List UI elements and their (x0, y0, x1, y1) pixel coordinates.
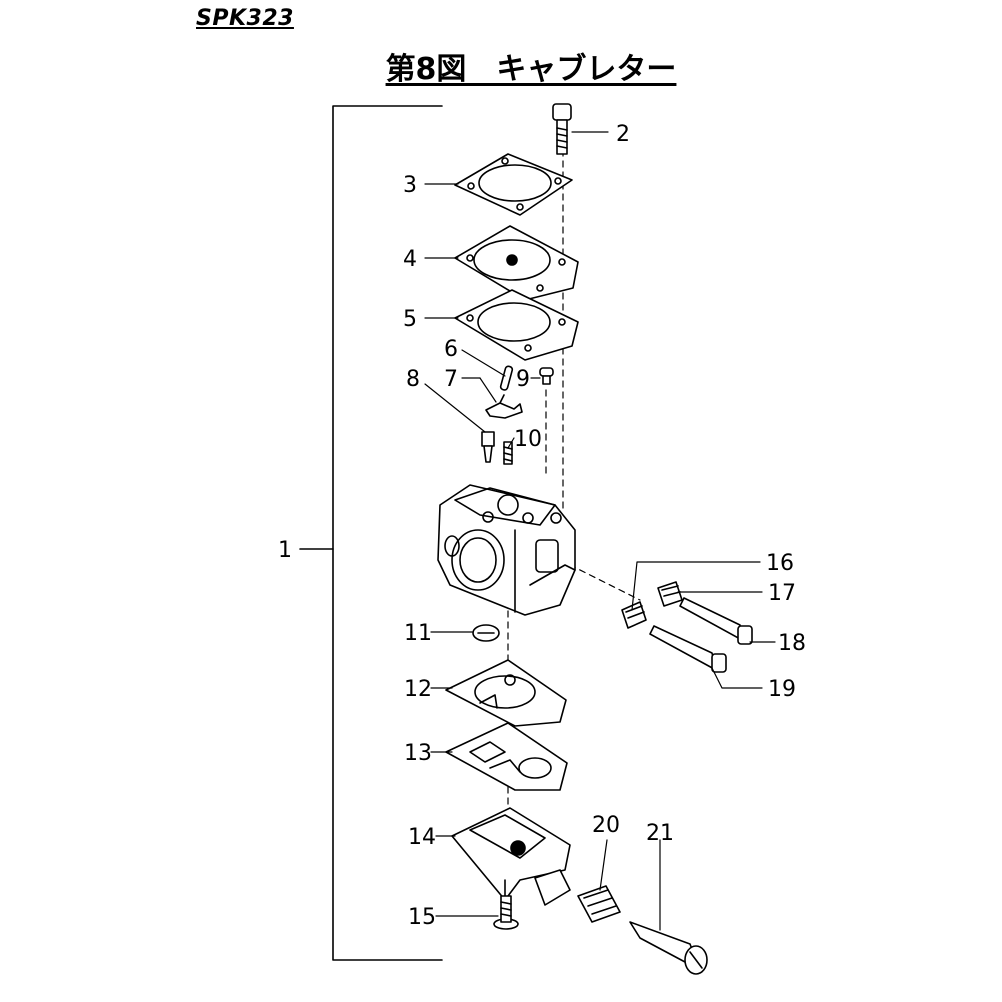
callout-1: 1 (278, 538, 292, 563)
part-12-metering-diaphragm (445, 659, 567, 727)
callout-4: 4 (403, 247, 417, 272)
callout-2: 2 (616, 122, 630, 147)
callout-16: 16 (766, 551, 794, 576)
part-13-gasket (445, 722, 568, 791)
part-18-high-speed-needle (679, 597, 753, 645)
part-11-filter (472, 624, 500, 642)
callout-18: 18 (778, 631, 806, 656)
part-20-spring (577, 885, 621, 923)
part-19-low-speed-needle (649, 625, 727, 673)
assembly-bracket (299, 105, 443, 961)
callout-14: 14 (408, 825, 436, 850)
callout-21: 21 (646, 821, 674, 846)
callout-12: 12 (404, 677, 432, 702)
part-16-spring (621, 601, 647, 629)
part-6-pin (499, 365, 514, 391)
part-9-screw (539, 367, 554, 385)
part-3-pump-cover (454, 153, 573, 216)
page-title: 第8図 キャブレター (385, 52, 677, 87)
callout-6: 6 (444, 337, 458, 362)
part-17-spring (657, 581, 683, 607)
callout-5: 5 (403, 307, 417, 332)
part-4-pump-diaphragm (454, 225, 579, 301)
callout-19: 19 (768, 677, 796, 702)
callout-3: 3 (403, 173, 417, 198)
part-7-lever (485, 394, 523, 419)
part-15-screw (493, 895, 519, 930)
model-code: SPK323 (196, 6, 294, 31)
callout-20: 20 (592, 813, 620, 838)
callout-8: 8 (406, 367, 420, 392)
callout-9: 9 (516, 367, 530, 392)
callout-10: 10 (514, 427, 542, 452)
callout-17: 17 (768, 581, 796, 606)
part-5-gasket (454, 289, 579, 361)
part-8-needle-valve (481, 431, 495, 463)
callout-15: 15 (408, 905, 436, 930)
callout-11: 11 (404, 621, 432, 646)
callout-7: 7 (444, 367, 458, 392)
part-10-spring (503, 441, 513, 465)
callout-13: 13 (404, 741, 432, 766)
leader-lines (424, 131, 776, 931)
carburetor-body (437, 484, 576, 616)
part-21-idle-screw (629, 921, 708, 975)
callout-numbers: 1 2 3 4 5 6 7 8 9 10 11 12 13 14 15 16 1… (278, 122, 806, 930)
part-14-metering-cover (451, 807, 571, 906)
part-2-screw (552, 103, 572, 155)
